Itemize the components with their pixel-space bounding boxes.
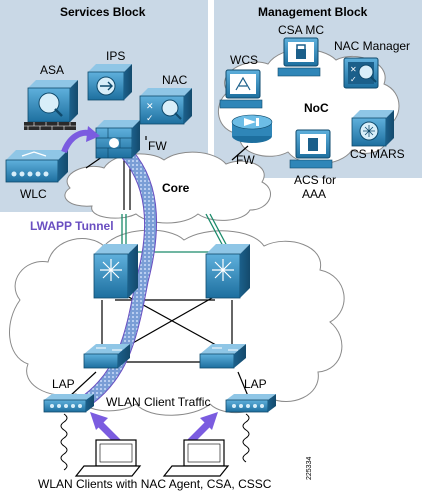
wlc-to-fw-arrowhead <box>86 126 100 142</box>
wlan-client-traffic-label: WLAN Client Traffic <box>106 395 211 409</box>
lap-left-device <box>43 394 94 413</box>
noc-label: NoC <box>304 101 329 115</box>
access-switch-right <box>199 344 246 369</box>
lwapp-tunnel-label: LWAPP Tunnel <box>30 219 114 233</box>
distribution-switch-left <box>93 244 138 299</box>
lap-right-label: LAP <box>244 377 267 391</box>
csa-mc-device <box>277 37 321 77</box>
services-firewall <box>95 120 140 159</box>
wcs-device <box>219 69 263 109</box>
asa-label: ASA <box>40 63 65 77</box>
acs-device <box>289 129 333 169</box>
acs-label-line2: AAA <box>301 187 326 201</box>
lap-right-device <box>225 394 276 413</box>
asa-device <box>24 80 78 130</box>
wireless-left <box>60 413 68 471</box>
nac-label: NAC <box>162 73 188 87</box>
distribution-switch-right <box>205 244 250 299</box>
wcs-label: WCS <box>230 53 258 67</box>
management-firewall <box>231 114 273 143</box>
traffic-arrow-left <box>90 412 121 445</box>
services-block-title: Services Block <box>60 5 146 19</box>
wireless-right <box>242 413 250 463</box>
management-fw-label: FW <box>236 153 255 167</box>
ips-label: IPS <box>106 49 126 63</box>
wlc-label: WLC <box>20 187 47 201</box>
cs-mars-device <box>351 110 394 147</box>
wlc-device <box>5 150 68 183</box>
laptop-left <box>74 439 142 477</box>
management-block-title: Management Block <box>258 5 368 19</box>
clients-caption: WLAN Clients with NAC Agent, CSA, CSSC <box>38 477 272 491</box>
core-label: Core <box>162 181 190 195</box>
cs-mars-label: CS MARS <box>350 147 405 161</box>
traffic-arrow-right <box>187 412 218 445</box>
svg-text:✓: ✓ <box>146 114 154 124</box>
ips-device <box>87 64 132 101</box>
svg-text:✕: ✕ <box>146 102 154 112</box>
services-fw-label: FW <box>148 139 167 153</box>
access-switch-left <box>83 344 130 369</box>
figure-id: 225334 <box>306 456 313 480</box>
nac-device: ✕ ✓ <box>139 88 192 125</box>
lap-left-label: LAP <box>52 377 75 391</box>
laptop-right <box>162 439 230 477</box>
svg-text:✕: ✕ <box>350 65 357 74</box>
svg-text:✓: ✓ <box>350 75 357 84</box>
csa-mc-label: CSA MC <box>278 23 325 37</box>
acs-label-line1: ACS for <box>294 173 337 187</box>
nac-manager-label: NAC Manager <box>334 39 411 53</box>
nac-manager-device: ✕ ✓ <box>343 57 379 89</box>
